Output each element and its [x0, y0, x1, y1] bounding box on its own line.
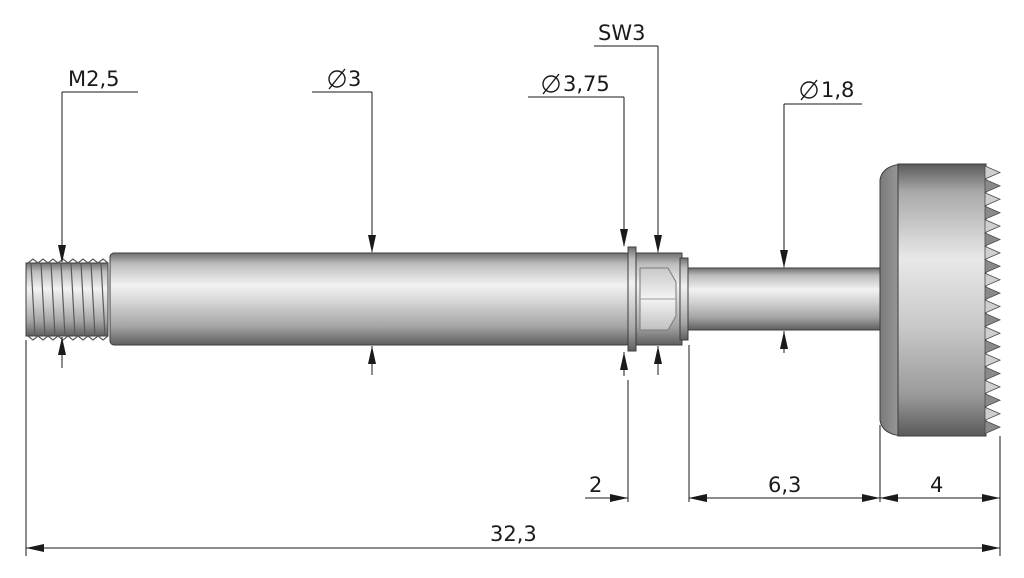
- collar-diameter-label: 3,75: [563, 72, 610, 96]
- head-length-dimension: 4: [880, 473, 1000, 502]
- thread-tooth-top: [77, 258, 89, 264]
- thread-tooth-bottom: [27, 335, 39, 341]
- neck-diameter-callout: 1,8: [780, 78, 862, 353]
- neck-length-dimension: 6,3: [689, 473, 880, 502]
- thread-crest-line: [40, 262, 46, 337]
- thread-crest-line: [70, 262, 76, 337]
- knurl-tooth: [984, 272, 1002, 287]
- knurl-tooth: [984, 326, 1002, 341]
- thread-tooth-bottom: [37, 335, 49, 341]
- thread-tooth-top: [57, 258, 69, 264]
- shaft: [109, 252, 631, 346]
- knurl-tooth: [984, 312, 1002, 328]
- thread-tooth-top: [97, 258, 109, 264]
- shaft-diameter-callout: 3: [312, 67, 376, 375]
- thread-crest-line: [30, 262, 36, 337]
- thread-section: [25, 258, 109, 341]
- total-length-label: 32,3: [490, 522, 537, 546]
- thread-tooth-top: [27, 258, 39, 264]
- knurled-head: [879, 163, 1002, 437]
- knurl-tooth: [984, 366, 1002, 381]
- thread-tooth-top: [37, 258, 49, 264]
- dimension-lines: M2,5 3 3,75: [25, 21, 1001, 556]
- neck-diameter-label: 1,8: [821, 78, 854, 102]
- shaft-diameter-label: 3: [348, 67, 361, 91]
- knurl-tooth: [984, 285, 1002, 301]
- knurl-tooth: [984, 393, 1002, 408]
- thread-label: M2,5: [68, 67, 120, 91]
- knurl-tooth: [984, 218, 1002, 234]
- thread-tooth-top: [87, 258, 99, 264]
- collar-diameter-callout: 3,75: [528, 72, 628, 376]
- total-length-dimension: 32,3: [26, 522, 1000, 552]
- thread-tooth-bottom: [77, 335, 89, 341]
- diameter-icon: [328, 68, 346, 90]
- thread-tooth-bottom: [67, 335, 79, 341]
- knurl-tooth: [984, 379, 1002, 395]
- thread-crest-line: [80, 262, 86, 337]
- knurl-tooth: [984, 419, 1002, 435]
- neck-length-label: 6,3: [768, 473, 801, 497]
- collar-length-label: 2: [589, 473, 602, 497]
- wrench-size-label: SW3: [598, 21, 645, 45]
- thread-crest-line: [100, 262, 106, 337]
- thread-tooth-top: [67, 258, 79, 264]
- thread-crest-line: [50, 262, 56, 337]
- thread-tooth-top: [47, 258, 59, 264]
- thread-tooth-bottom: [87, 335, 99, 341]
- diameter-icon: [542, 73, 560, 95]
- thread-callout: M2,5: [58, 67, 138, 368]
- knurl-tooth: [984, 192, 1002, 207]
- knurl-tooth: [984, 339, 1002, 354]
- knurl-tooth: [984, 245, 1002, 261]
- head-length-label: 4: [930, 473, 943, 497]
- thread-tooth-bottom: [97, 335, 109, 341]
- thread-crest-line: [60, 262, 66, 337]
- knurl-tooth: [984, 165, 1002, 180]
- knurl-tooth: [984, 352, 1002, 368]
- screw-part: [25, 163, 1002, 437]
- knurl-tooth: [984, 259, 1002, 274]
- thread-tooth-bottom: [47, 335, 59, 341]
- knurl-tooth: [984, 232, 1002, 247]
- knurl-tooth: [984, 406, 1002, 421]
- thread-crest-line: [90, 262, 96, 337]
- neck: [687, 267, 881, 331]
- diameter-icon: [800, 79, 818, 101]
- wrench-size-callout: SW3: [594, 21, 662, 375]
- knurl-tooth: [984, 205, 1002, 220]
- knurl-tooth: [984, 299, 1002, 314]
- thread-tooth-bottom: [57, 335, 69, 341]
- knurl-tooth: [984, 178, 1002, 194]
- collar-hex: [627, 246, 689, 352]
